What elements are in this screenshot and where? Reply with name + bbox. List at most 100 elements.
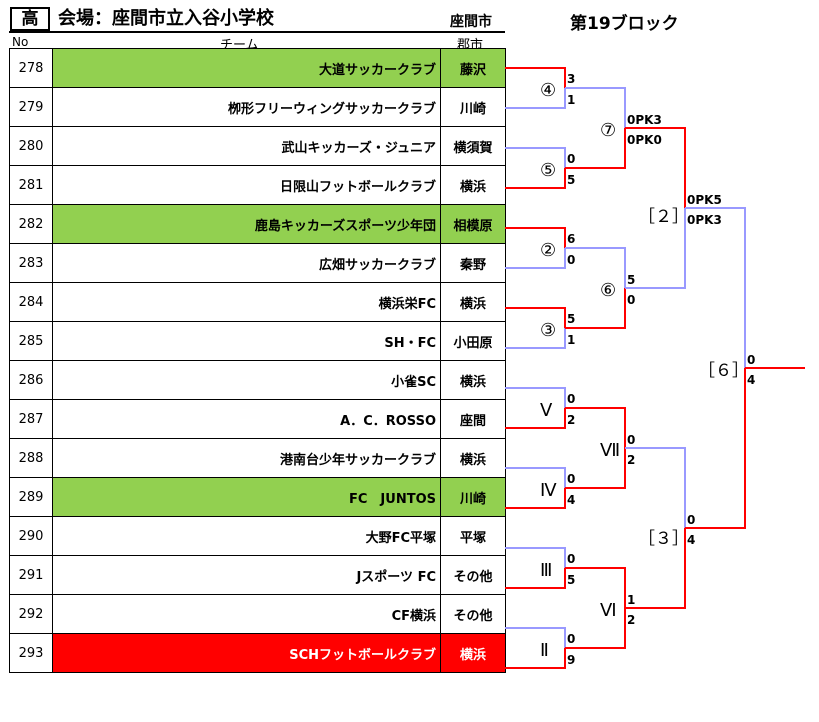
round-label: ［３］: [638, 529, 689, 549]
team-city: 秦野: [440, 243, 506, 283]
score-label: 6: [567, 232, 575, 246]
bracket-line: [565, 288, 626, 329]
score-label: 0: [627, 293, 635, 307]
bracket-line: [565, 448, 626, 489]
team-city: 横浜: [440, 438, 506, 478]
team-city: 小田原: [440, 321, 506, 361]
bracket-line: [625, 447, 686, 528]
team-number: 285: [9, 321, 53, 361]
team-number: 280: [9, 126, 53, 166]
round-label: ［６］: [698, 361, 749, 381]
bracket-line: [505, 248, 566, 269]
team-name: 栁形フリーウィングサッカークラブ: [52, 87, 441, 127]
score-label: 0: [687, 513, 695, 527]
team-name: FC JUNTOS: [52, 477, 441, 517]
score-label: 5: [567, 312, 575, 326]
score-label: 0: [627, 433, 635, 447]
team-name: 武山キッカーズ・ジュニア: [52, 126, 441, 166]
match-number-label: ⑤: [540, 160, 556, 181]
city-header: 座間市: [450, 14, 492, 30]
score-label: 0PK3: [687, 213, 722, 227]
score-label: 2: [567, 413, 575, 427]
team-city: 川崎: [440, 87, 506, 127]
score-label: 3: [567, 72, 575, 86]
team-number: 292: [9, 594, 53, 634]
match-number-label: ②: [540, 240, 556, 261]
bracket-line: [505, 227, 566, 248]
header-divider: [9, 31, 505, 33]
bracket-line: [505, 467, 566, 488]
bracket-line: [565, 608, 626, 649]
team-city: 横浜: [440, 633, 506, 673]
team-name: 日限山フットボールクラブ: [52, 165, 441, 205]
team-number: 287: [9, 399, 53, 439]
team-number: 288: [9, 438, 53, 478]
bracket-line: [505, 168, 566, 189]
team-city: 相模原: [440, 204, 506, 244]
team-name: 港南台少年サッカークラブ: [52, 438, 441, 478]
bracket-line: [505, 547, 566, 568]
match-number-label: Ⅱ: [540, 640, 549, 661]
score-label: 0: [567, 552, 575, 566]
bracket-line: [685, 207, 746, 368]
score-label: 0: [567, 632, 575, 646]
match-number-label: Ⅵ: [600, 600, 617, 621]
bracket-line: [505, 568, 566, 589]
score-label: 0: [567, 253, 575, 267]
score-label: 2: [627, 613, 635, 627]
bracket-line: [565, 567, 626, 608]
venue-title: 会場：座間市立入谷小学校: [58, 8, 274, 29]
score-label: 0PK5: [687, 193, 722, 207]
team-number: 286: [9, 360, 53, 400]
score-label: 0: [567, 472, 575, 486]
score-label: 5: [567, 173, 575, 187]
match-number-label: ③: [540, 320, 556, 341]
team-name: 広畑サッカークラブ: [52, 243, 441, 283]
bracket-line: [565, 247, 626, 288]
score-label: 2: [627, 453, 635, 467]
bracket-line: [505, 387, 566, 408]
score-label: 0: [567, 392, 575, 406]
category-badge: 高: [10, 7, 50, 31]
team-city: 座間: [440, 399, 506, 439]
score-label: 1: [567, 93, 575, 107]
match-number-label: Ⅶ: [600, 440, 620, 461]
match-number-label: Ⅳ: [540, 480, 557, 501]
bracket-line: [565, 407, 626, 448]
bracket-line: [505, 88, 566, 109]
column-header-no: No: [12, 35, 29, 49]
block-title: 第19ブロック: [570, 14, 679, 34]
bracket-line: [685, 368, 746, 529]
bracket-line: [565, 87, 626, 128]
team-number: 281: [9, 165, 53, 205]
bracket-line: [505, 67, 566, 88]
bracket-line: [625, 127, 686, 208]
bracket-line: [505, 408, 566, 429]
team-name: CF横浜: [52, 594, 441, 634]
bracket-line: [505, 147, 566, 168]
score-label: 9: [567, 653, 575, 667]
team-city: 横浜: [440, 165, 506, 205]
team-number: 289: [9, 477, 53, 517]
team-name: 大野FC平塚: [52, 516, 441, 556]
team-city: その他: [440, 555, 506, 595]
match-number-label: ⑥: [600, 280, 616, 301]
bracket-line: [505, 328, 566, 349]
bracket-line: [505, 488, 566, 509]
score-label: 1: [567, 333, 575, 347]
